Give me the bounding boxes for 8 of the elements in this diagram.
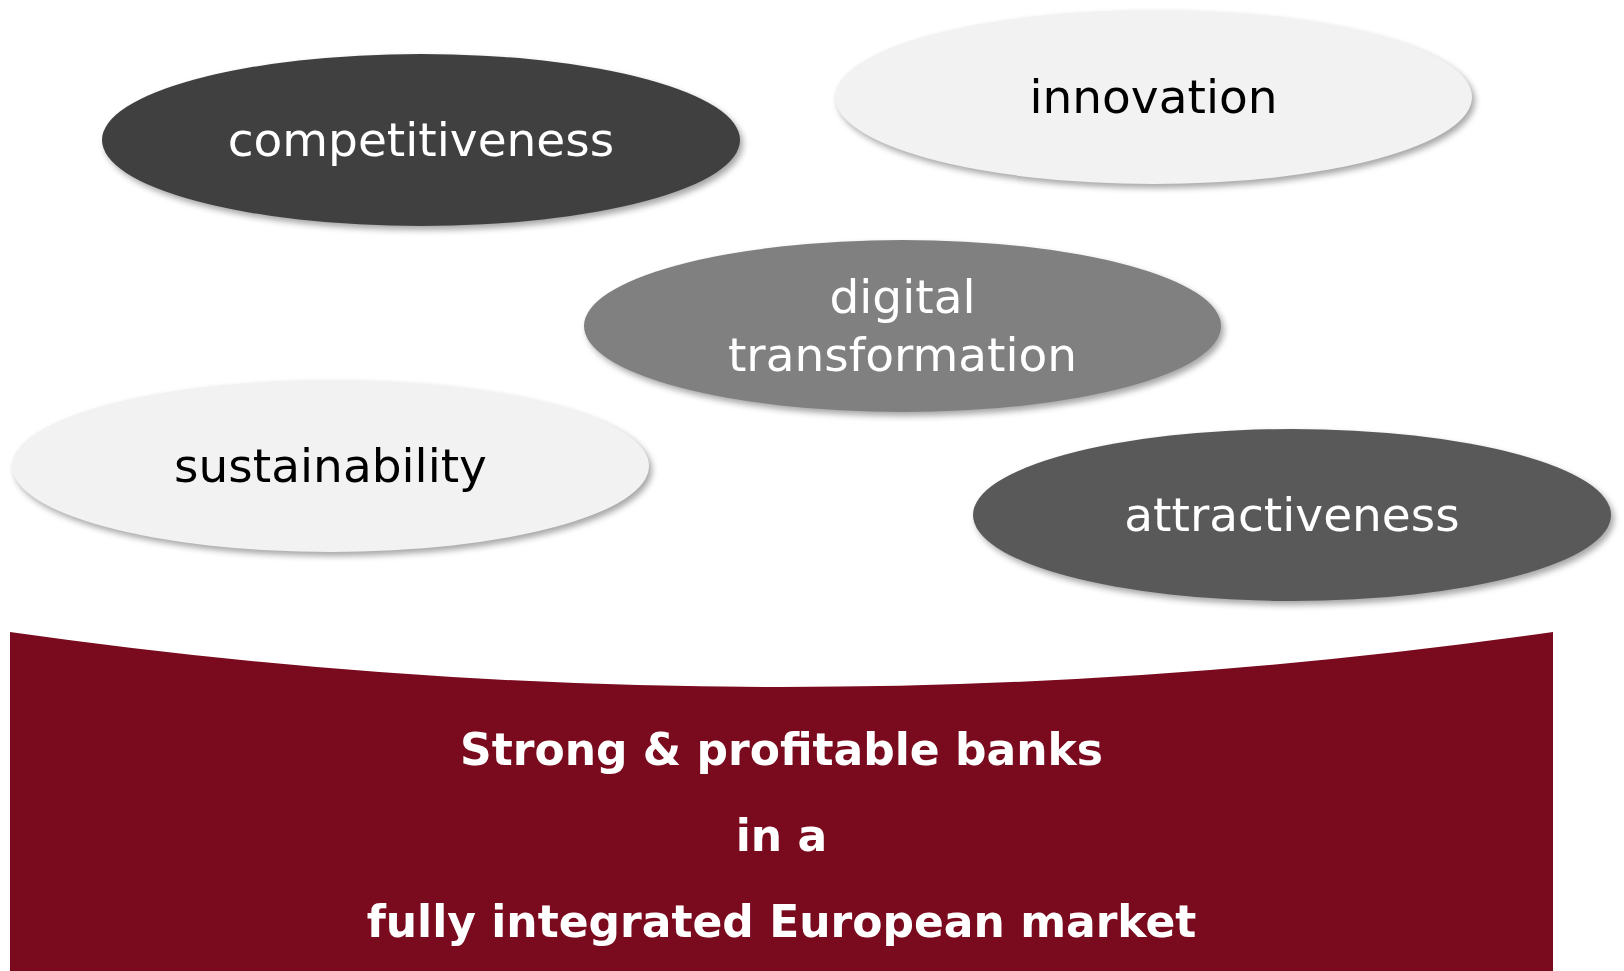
statement-text: in a — [735, 810, 828, 861]
statement-text: Strong & profitable banks — [460, 724, 1103, 775]
topic-label: competitiveness — [227, 111, 615, 169]
statement-text: fully integrated European market — [366, 896, 1197, 947]
topic-label: innovation — [1029, 68, 1278, 126]
topic-label: sustainability — [174, 437, 487, 495]
topic-label: digital transformation — [726, 268, 1079, 384]
topic-label: attractiveness — [1124, 486, 1460, 544]
